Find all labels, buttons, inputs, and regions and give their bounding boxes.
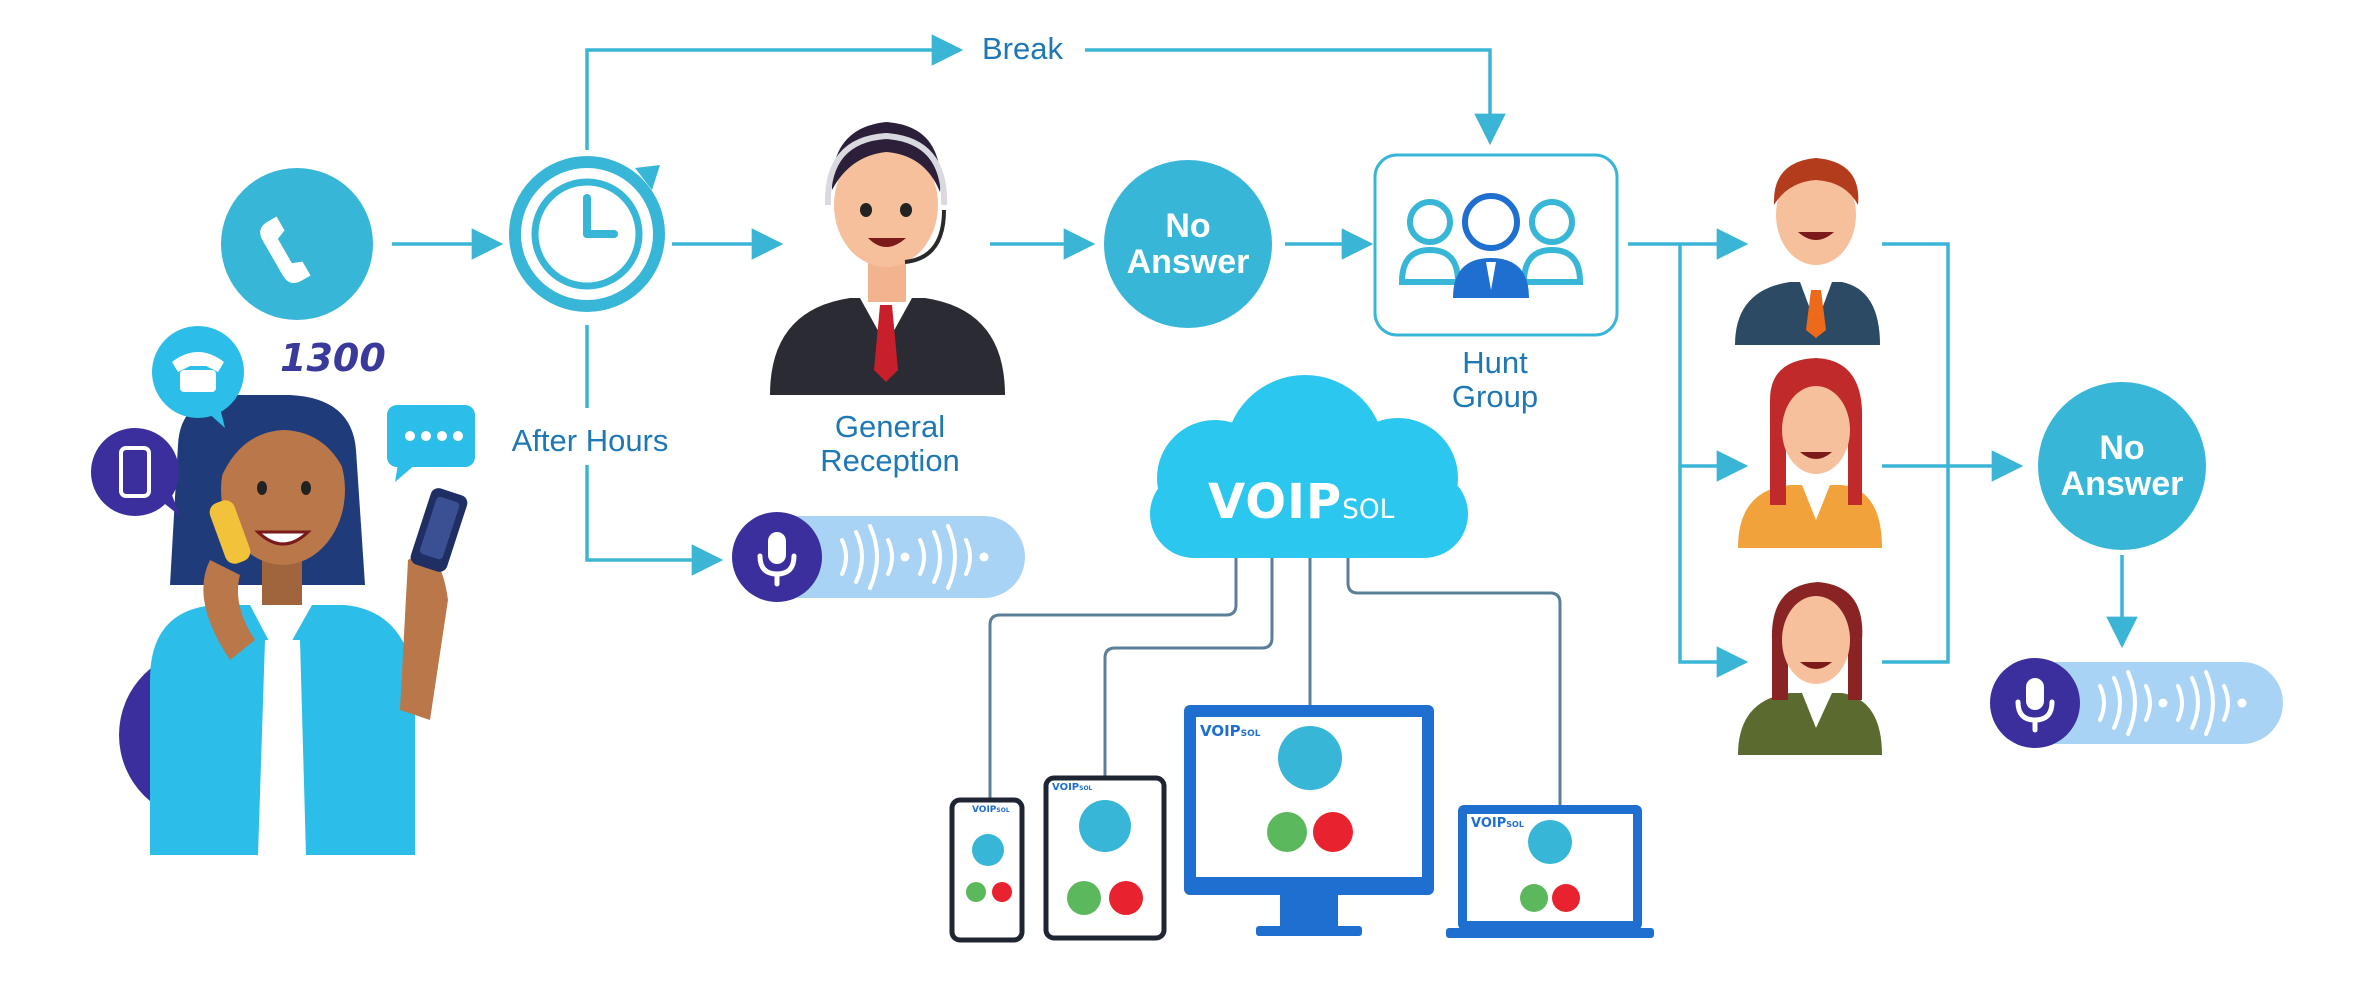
arrow-after-hours-to-voicemail — [585, 465, 724, 576]
network-lines — [988, 555, 1562, 805]
general-reception-label-line1: General — [834, 409, 946, 444]
hunt-agent-3 — [1738, 582, 1882, 755]
telephone-icon — [172, 352, 224, 392]
laptop-device — [1446, 805, 1654, 938]
hunt-group-people-icon — [1398, 193, 1584, 298]
caller-woman — [119, 395, 468, 855]
arrow-hunt-to-agent3 — [1678, 466, 1749, 678]
hunt-agent-2 — [1738, 358, 1882, 548]
voipsol-logo-suffix: SOL — [1342, 494, 1395, 525]
flow-connectors — [392, 34, 2138, 678]
monitor-logo: VOIPSOL — [1200, 722, 1261, 740]
after-hours-label: After Hours — [511, 423, 669, 458]
voicemail-bar-1 — [732, 512, 1025, 602]
sound-wave-icon — [840, 524, 989, 590]
smartphone-icon — [119, 446, 151, 498]
no-answer-label-1: No Answer — [1108, 208, 1268, 280]
clock-refresh-icon — [509, 156, 665, 312]
no-answer-node-1 — [1104, 160, 1272, 328]
break-label: Break — [982, 31, 1063, 66]
general-reception-agent — [770, 122, 1005, 395]
laptop-logo: VOIPSOL — [1471, 816, 1524, 831]
voipsol-logo-main: VOIP — [1208, 474, 1343, 530]
hunt-group-node — [1373, 153, 1619, 337]
no-answer-2-line1: No — [2099, 429, 2145, 467]
phone-number-label: 1300 — [280, 336, 386, 380]
cloud-icon — [1150, 375, 1468, 558]
smartphone-device — [949, 797, 1025, 943]
voipsol-logo: VOIPSOL — [1208, 474, 1394, 530]
hunt-group-label: Hunt Group — [1420, 346, 1570, 414]
no-answer-label-2: No Answer — [2042, 430, 2202, 502]
smartphone-logo: VOIPSOL — [972, 805, 1010, 815]
phone-icon — [260, 216, 311, 284]
arrow-hunt-to-agent2 — [1678, 244, 1749, 482]
no-answer-node-2 — [2038, 382, 2206, 550]
no-answer-1-line1: No — [1165, 207, 1211, 245]
no-answer-1-line2: Answer — [1126, 243, 1250, 281]
no-answer-2-line2: Answer — [2060, 465, 2184, 503]
arrow-break-to-hunt — [1085, 48, 1506, 146]
general-reception-label-line2: Reception — [820, 443, 960, 478]
arrow-agent1-to-merge — [1882, 242, 1950, 664]
desktop-monitor-device — [1184, 705, 1434, 936]
arrow-clock-to-break — [585, 34, 964, 150]
tablet-logo: VOIPSOL — [1052, 782, 1093, 793]
telephone-bubble — [152, 326, 244, 428]
sound-wave-icon — [2098, 670, 2247, 736]
hunt-group-label-line1: Hunt — [1462, 345, 1528, 380]
voicemail-bar-2 — [1990, 658, 2283, 748]
tablet-device — [1043, 775, 1167, 941]
incoming-phone — [221, 168, 373, 320]
general-reception-label: General Reception — [800, 410, 980, 478]
chat-bubble — [387, 405, 475, 482]
chat-dots-icon — [405, 431, 463, 441]
microphone-icon — [757, 532, 797, 587]
hunt-group-label-line2: Group — [1451, 379, 1539, 414]
microphone-icon — [2015, 678, 2055, 733]
hunt-agent-1 — [1735, 158, 1880, 345]
smartphone-bubble — [91, 428, 180, 516]
